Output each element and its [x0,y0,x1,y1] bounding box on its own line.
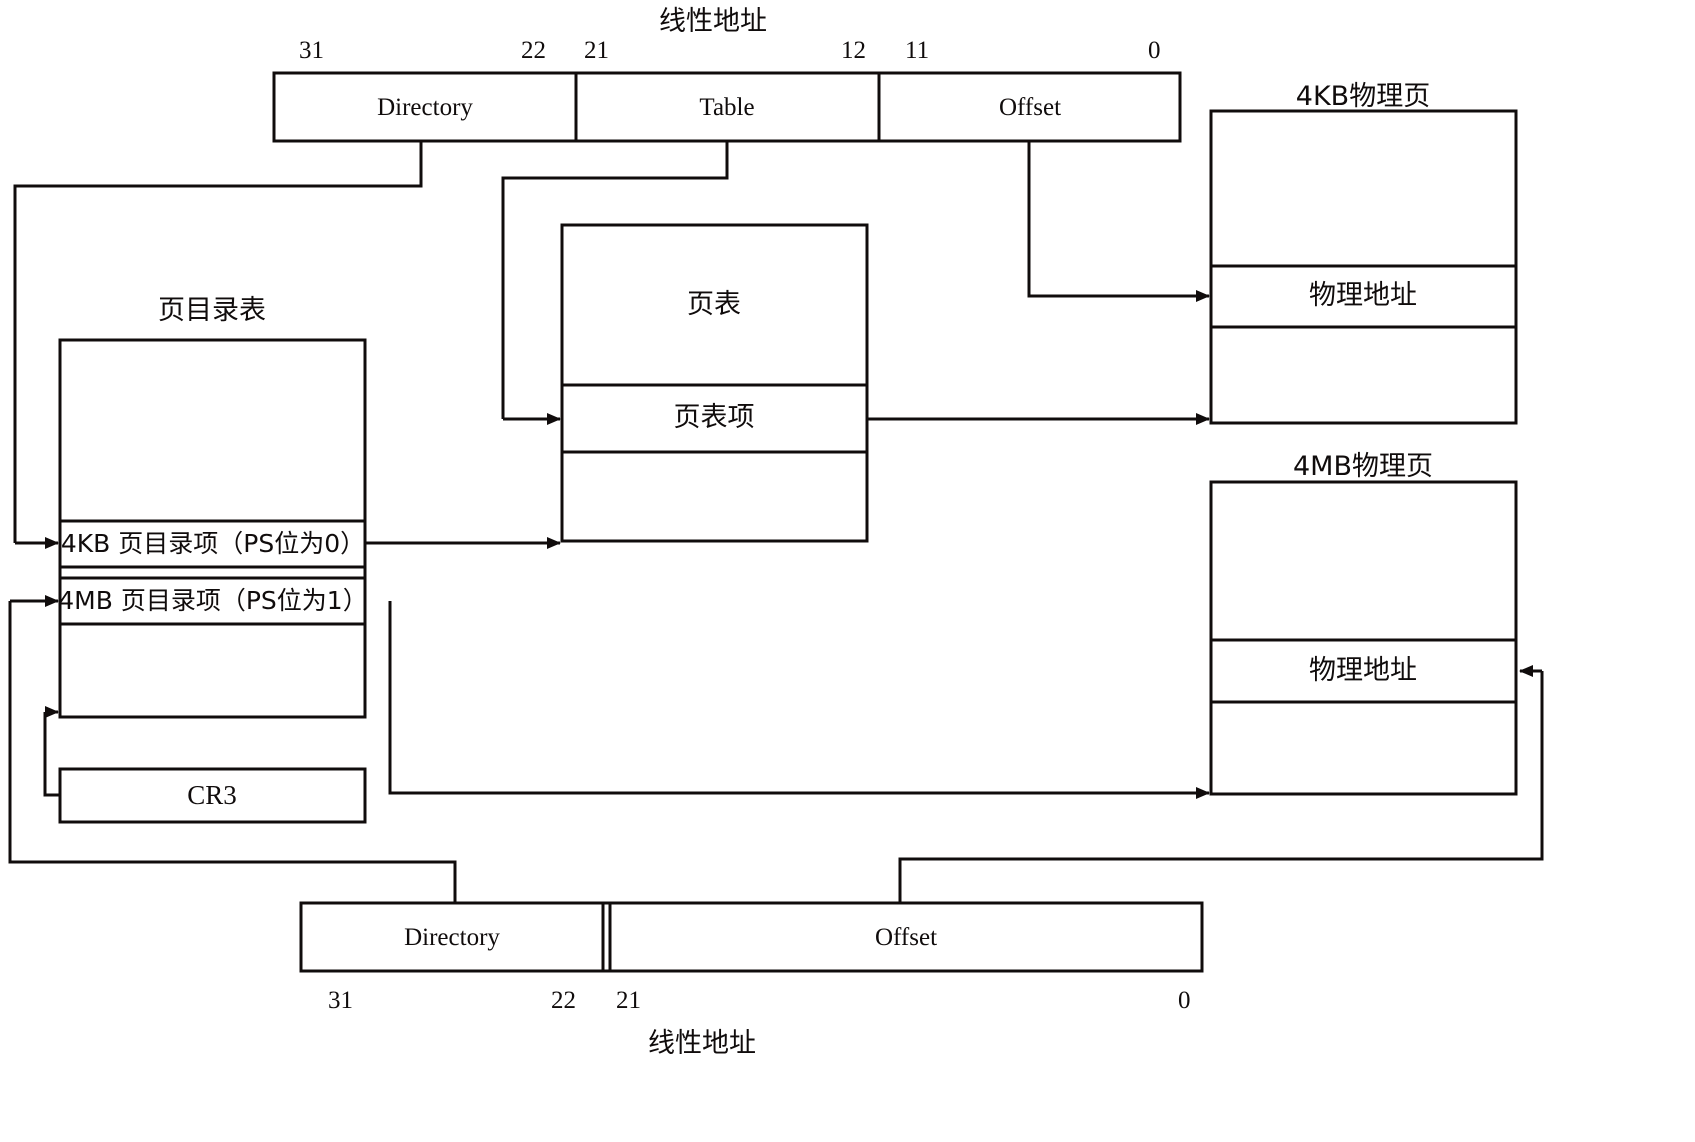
top-bit-0: 0 [1148,37,1161,64]
top-address-bar [272,71,1182,143]
top-bit-22: 22 [521,37,546,64]
top-bit-21: 21 [584,37,609,64]
bottom-field-offset[interactable]: Offset [874,924,938,951]
page-table-caption: 页表 [687,289,741,320]
page-4kb-caption: 4KB物理页 [1295,81,1431,112]
page-table-entry-row[interactable]: 页表项 [673,402,755,433]
connector-table-to-pte [501,141,729,419]
top-bit-12: 12 [841,37,866,64]
page-table-box [560,223,869,543]
top-bit-11: 11 [905,37,930,64]
cr3-label[interactable]: CR3 [187,780,237,810]
top-field-offset[interactable]: Offset [998,94,1062,121]
connector-offset-to-4kb [1027,141,1210,302]
connector-cr3-to-pdt [43,712,60,797]
connector-4mb-pde-to-4mb-page [388,601,1210,799]
top-field-table[interactable]: Table [699,94,755,121]
top-bit-31: 31 [299,37,324,64]
page-directory-caption: 页目录表 [158,295,266,326]
bottom-bit-0: 0 [1178,987,1191,1014]
bottom-field-directory[interactable]: Directory [404,924,500,951]
page-4mb-caption: 4MB物理页 [1293,451,1433,482]
top-field-directory[interactable]: Directory [377,94,473,121]
page-directory-row-4mb[interactable]: 4MB 页目录项（PS位为1） [58,586,368,615]
page-directory-row-4kb[interactable]: 4KB 页目录项（PS位为0） [60,529,366,558]
top-linear-address-title: 线性地址 [659,6,767,37]
connector-bottom-offset-to-4mb [898,671,1544,903]
page-directory-box [58,338,367,719]
page-4mb-box [1209,480,1518,796]
bottom-linear-address-title: 线性地址 [648,1028,756,1059]
bottom-address-bar [299,901,1204,973]
bottom-bit-22: 22 [551,987,576,1014]
connector-directory-to-pde [13,141,423,543]
connector-bottom-dir-to-4mb-pde [8,601,457,903]
bottom-bit-21: 21 [616,987,641,1014]
cr3-box [58,767,367,824]
page-4kb-box [1209,109,1518,425]
page-4mb-physical-address-row[interactable]: 物理地址 [1309,655,1417,686]
bottom-bit-31: 31 [328,987,353,1014]
page-4kb-physical-address-row[interactable]: 物理地址 [1309,280,1417,311]
